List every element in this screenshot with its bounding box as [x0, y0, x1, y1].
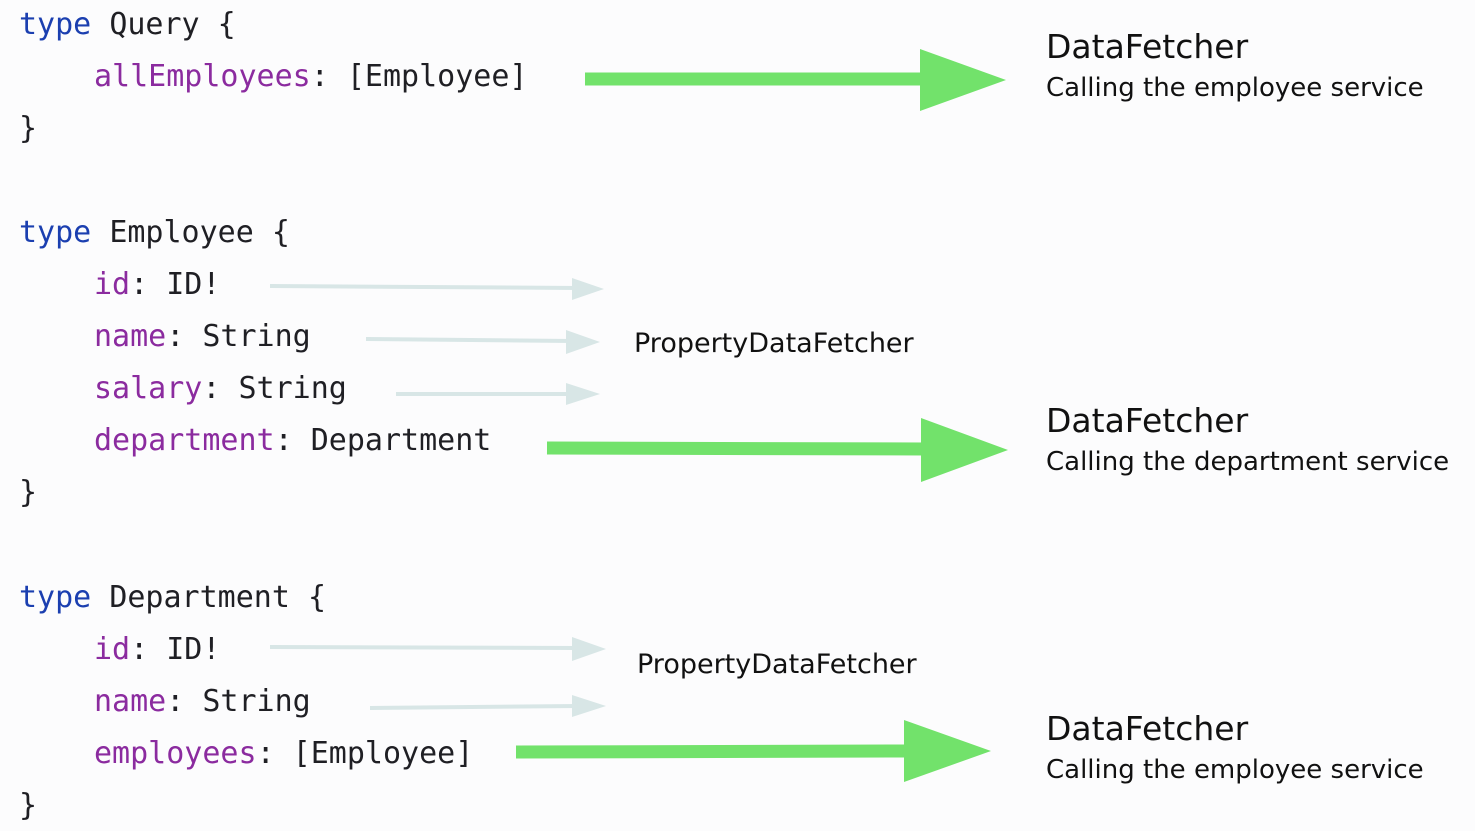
- field-type: : [Employee]: [310, 59, 528, 94]
- employee-field-id: id: ID!: [94, 267, 220, 303]
- department-datafetcher-subtitle: Calling the department service: [1046, 447, 1450, 477]
- arrow-employee-department: [546, 418, 1008, 482]
- arrow-shaft: [269, 645, 579, 650]
- employees-datafetcher-title: DataFetcher: [1046, 709, 1249, 748]
- field-name: name: [94, 684, 167, 719]
- department-datafetcher-title: DataFetcher: [1046, 401, 1249, 440]
- arrow-head: [920, 49, 1006, 111]
- field-name: id: [94, 632, 131, 667]
- field-type: : ID!: [130, 267, 221, 302]
- arrow-head: [572, 695, 606, 717]
- field-type: : String: [166, 684, 311, 719]
- arrow-head: [572, 278, 604, 300]
- employee-field-department: department: Department: [94, 423, 491, 459]
- arrow-shaft: [365, 337, 573, 343]
- department-type-line: type Department {: [19, 580, 326, 616]
- field-name: employees: [94, 736, 257, 771]
- employees-datafetcher-subtitle: Calling the employee service: [1046, 755, 1424, 785]
- arrow-allEmployees: [585, 49, 1006, 111]
- field-name: allEmployees: [94, 59, 311, 94]
- arrow-head: [904, 720, 991, 782]
- arrow-head: [566, 383, 600, 405]
- arrow-department-name: [369, 695, 606, 717]
- field-name: id: [94, 267, 131, 302]
- keyword-type: type: [19, 215, 92, 250]
- arrow-employee-name: [365, 330, 600, 354]
- field-type: : String: [202, 371, 347, 406]
- query-type-line: type Query {: [19, 7, 236, 43]
- department-field-id: id: ID!: [94, 632, 220, 668]
- field-name: name: [94, 319, 167, 354]
- arrow-department-employees: [515, 720, 991, 782]
- query-datafetcher-subtitle: Calling the employee service: [1046, 73, 1424, 103]
- keyword-type: type: [19, 580, 92, 615]
- arrow-shaft: [369, 704, 579, 710]
- field-type: : [Employee]: [256, 736, 474, 771]
- arrow-department-id: [269, 637, 606, 661]
- query-datafetcher-title: DataFetcher: [1046, 27, 1249, 66]
- arrow-employee-id: [269, 278, 604, 300]
- field-name: salary: [94, 371, 203, 406]
- arrow-head: [572, 637, 606, 661]
- query-field-allEmployees: allEmployees: [Employee]: [94, 59, 528, 95]
- query-type-name: Query {: [109, 7, 236, 42]
- arrow-shaft: [515, 744, 911, 759]
- employee-field-name: name: String: [94, 319, 311, 355]
- query-close-brace: }: [19, 111, 38, 146]
- arrow-shaft: [546, 441, 928, 456]
- department-field-name: name: String: [94, 684, 311, 720]
- arrow-shaft: [269, 284, 579, 290]
- arrow-head: [921, 418, 1008, 482]
- field-type: : String: [166, 319, 311, 354]
- arrow-head: [566, 330, 600, 354]
- employee-field-salary: salary: String: [94, 371, 347, 407]
- department-close-brace: }: [19, 788, 38, 823]
- employee-type-line: type Employee {: [19, 215, 290, 251]
- arrow-employee-salary: [396, 383, 600, 405]
- department-property-datafetcher-label: PropertyDataFetcher: [637, 649, 917, 680]
- field-type: : Department: [274, 423, 492, 458]
- field-type: : ID!: [130, 632, 221, 667]
- employee-close-brace: }: [19, 475, 38, 510]
- employee-property-datafetcher-label: PropertyDataFetcher: [634, 328, 914, 359]
- employee-type-name: Employee {: [109, 215, 290, 250]
- field-name: department: [94, 423, 275, 458]
- department-field-employees: employees: [Employee]: [94, 736, 473, 772]
- department-type-name: Department {: [109, 580, 327, 615]
- keyword-type: type: [19, 7, 92, 42]
